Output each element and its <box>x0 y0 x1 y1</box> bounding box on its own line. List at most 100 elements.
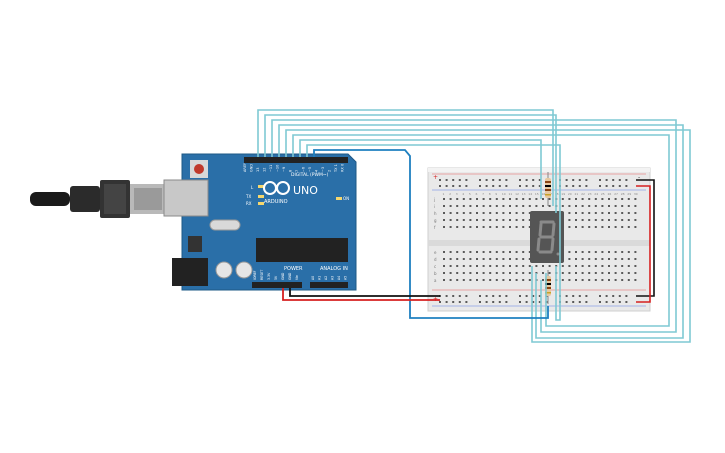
breadboard-hole[interactable] <box>614 258 617 260</box>
breadboard-hole[interactable] <box>621 272 624 274</box>
breadboard-hole[interactable] <box>575 212 577 214</box>
breadboard-hole[interactable] <box>588 198 591 200</box>
rail-hole[interactable] <box>498 301 501 303</box>
breadboard-hole[interactable] <box>482 226 485 228</box>
rail-hole[interactable] <box>612 185 615 187</box>
breadboard-hole[interactable] <box>588 272 591 274</box>
rail-hole[interactable] <box>599 185 601 187</box>
power-pin-header[interactable] <box>252 282 302 288</box>
breadboard-hole[interactable] <box>581 198 584 200</box>
breadboard-hole[interactable] <box>627 279 630 281</box>
rail-hole[interactable] <box>572 185 575 187</box>
breadboard-hole[interactable] <box>456 258 459 260</box>
breadboard-hole[interactable] <box>509 251 511 253</box>
rail-hole[interactable] <box>519 185 521 187</box>
breadboard-hole[interactable] <box>443 219 445 221</box>
breadboard-hole[interactable] <box>575 272 577 274</box>
breadboard-hole[interactable] <box>634 205 637 207</box>
breadboard-hole[interactable] <box>476 272 478 274</box>
breadboard-hole[interactable] <box>482 258 485 260</box>
breadboard-hole[interactable] <box>456 251 459 253</box>
breadboard-hole[interactable] <box>462 198 465 200</box>
rail-hole[interactable] <box>465 185 468 187</box>
breadboard-hole[interactable] <box>568 251 571 253</box>
breadboard-hole[interactable] <box>515 219 518 221</box>
breadboard-hole[interactable] <box>627 212 630 214</box>
breadboard-hole[interactable] <box>449 212 452 214</box>
breadboard-hole[interactable] <box>542 198 544 200</box>
rail-hole[interactable] <box>498 295 501 297</box>
rail-hole[interactable] <box>452 185 455 187</box>
rail-hole[interactable] <box>505 295 508 297</box>
breadboard-hole[interactable] <box>495 212 498 214</box>
rail-hole[interactable] <box>492 295 495 297</box>
rail-hole[interactable] <box>605 295 608 297</box>
rail-hole[interactable] <box>532 295 535 297</box>
rail-hole[interactable] <box>445 185 448 187</box>
analog-pin-header[interactable] <box>310 282 348 288</box>
breadboard-hole[interactable] <box>449 258 452 260</box>
breadboard-hole[interactable] <box>476 279 478 281</box>
breadboard-hole[interactable] <box>489 279 492 281</box>
breadboard-hole[interactable] <box>469 272 472 274</box>
breadboard-hole[interactable] <box>575 205 577 207</box>
breadboard-hole[interactable] <box>601 205 604 207</box>
breadboard-hole[interactable] <box>502 265 505 267</box>
breadboard-hole[interactable] <box>594 272 597 274</box>
breadboard-hole[interactable] <box>614 226 617 228</box>
breadboard-hole[interactable] <box>469 198 472 200</box>
breadboard-hole[interactable] <box>482 251 485 253</box>
breadboard-hole[interactable] <box>502 272 505 274</box>
rail-hole[interactable] <box>612 301 615 303</box>
breadboard-hole[interactable] <box>621 226 624 228</box>
breadboard-hole[interactable] <box>601 272 604 274</box>
breadboard-hole[interactable] <box>482 198 485 200</box>
breadboard-hole[interactable] <box>482 219 485 221</box>
rail-hole[interactable] <box>492 179 495 181</box>
breadboard-hole[interactable] <box>462 251 465 253</box>
breadboard-hole[interactable] <box>462 226 465 228</box>
breadboard-hole[interactable] <box>528 205 531 207</box>
rail-hole[interactable] <box>445 295 448 297</box>
breadboard-hole[interactable] <box>627 251 630 253</box>
breadboard-hole[interactable] <box>608 258 610 260</box>
breadboard-hole[interactable] <box>581 272 584 274</box>
rail-hole[interactable] <box>505 301 508 303</box>
rail-hole[interactable] <box>612 179 615 181</box>
rail-hole[interactable] <box>519 295 521 297</box>
breadboard-hole[interactable] <box>449 226 452 228</box>
breadboard-hole[interactable] <box>608 251 610 253</box>
breadboard-hole[interactable] <box>594 265 597 267</box>
breadboard-hole[interactable] <box>489 212 492 214</box>
breadboard-hole[interactable] <box>515 212 518 214</box>
breadboard-hole[interactable] <box>476 251 478 253</box>
rail-jumper-black[interactable] <box>636 179 655 297</box>
breadboard-hole[interactable] <box>489 226 492 228</box>
breadboard-hole[interactable] <box>449 251 452 253</box>
ground-wire[interactable] <box>313 149 549 319</box>
breadboard-hole[interactable] <box>502 279 505 281</box>
breadboard-hole[interactable] <box>515 272 518 274</box>
breadboard-hole[interactable] <box>489 258 492 260</box>
breadboard-hole[interactable] <box>469 212 472 214</box>
breadboard-hole[interactable] <box>522 258 525 260</box>
breadboard-hole[interactable] <box>443 272 445 274</box>
breadboard-hole[interactable] <box>608 279 610 281</box>
breadboard-hole[interactable] <box>443 265 445 267</box>
breadboard-hole[interactable] <box>476 212 478 214</box>
breadboard-hole[interactable] <box>515 205 518 207</box>
breadboard-hole[interactable] <box>535 198 538 200</box>
breadboard-hole[interactable] <box>443 251 445 253</box>
rail-hole[interactable] <box>485 301 488 303</box>
breadboard-hole[interactable] <box>522 251 525 253</box>
rail-hole[interactable] <box>599 301 601 303</box>
breadboard-hole[interactable] <box>522 279 525 281</box>
breadboard-hole[interactable] <box>528 251 531 253</box>
breadboard-hole[interactable] <box>614 251 617 253</box>
breadboard-hole[interactable] <box>568 258 571 260</box>
breadboard-hole[interactable] <box>495 251 498 253</box>
breadboard-hole[interactable] <box>581 212 584 214</box>
rail-hole[interactable] <box>452 301 455 303</box>
rail-hole[interactable] <box>565 185 568 187</box>
usb-cable[interactable] <box>30 180 166 218</box>
